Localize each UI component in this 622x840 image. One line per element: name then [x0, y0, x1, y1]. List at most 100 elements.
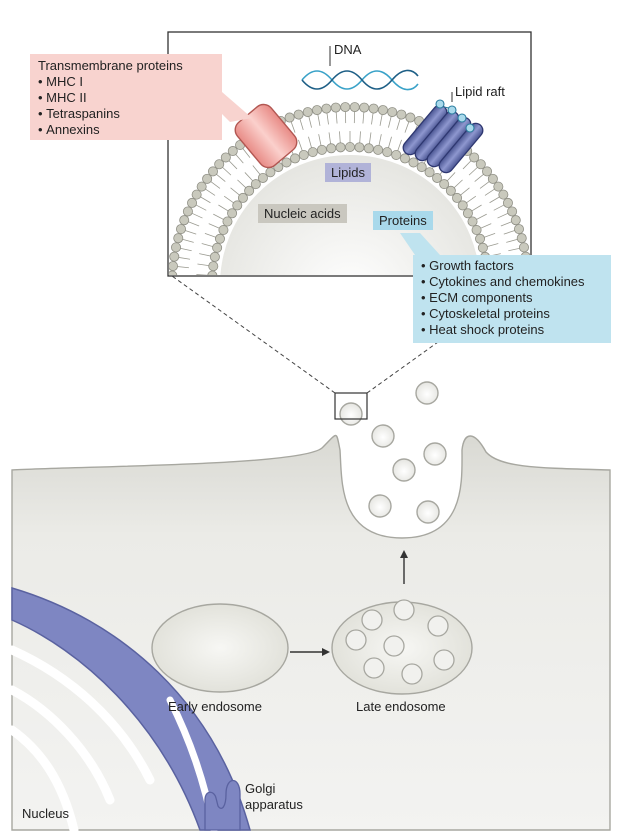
lipid-head-icon — [173, 233, 184, 244]
lipid-head-icon — [335, 142, 346, 153]
lipid-head-icon — [475, 233, 486, 244]
lipid-head-icon — [169, 251, 180, 262]
lipid-head-icon — [340, 102, 351, 113]
lipid-raft-proteins-icon — [402, 104, 484, 174]
lipid-head-icon — [244, 185, 255, 196]
protein-cargo-box: Growth factors Cytokines and chemokines … — [413, 255, 611, 343]
lipid-head-icon — [179, 215, 190, 226]
lipid-head-icon — [487, 173, 498, 184]
lipid-head-icon — [502, 197, 513, 208]
late-endosome-label: Late endosome — [356, 699, 446, 714]
lipid-head-icon — [220, 152, 231, 163]
list-item: Cytoskeletal proteins — [421, 306, 603, 322]
early-endosome-label: Early endosome — [168, 699, 262, 714]
lipid-head-icon — [222, 216, 233, 227]
lipid-head-icon — [209, 251, 220, 262]
lipid-head-icon — [396, 109, 407, 120]
lipid-head-icon — [281, 157, 292, 168]
lipid-raft-label: Lipid raft — [455, 84, 505, 99]
lipid-head-icon — [265, 167, 276, 178]
lipid-head-icon — [452, 192, 463, 203]
lipid-head-icon — [391, 149, 402, 160]
raft-glycan-icon — [435, 99, 475, 133]
transmembrane-proteins-title: Transmembrane proteins — [38, 58, 183, 73]
lipid-head-icon — [212, 242, 223, 253]
zoom-line-left — [171, 275, 336, 394]
lipid-head-icon — [208, 261, 219, 272]
transmembrane-proteins-list: MHC I MHC II Tetraspanins Annexins — [38, 74, 214, 138]
lipid-head-icon — [284, 112, 295, 123]
lipid-head-icon — [518, 242, 529, 253]
lipids-label: Lipids — [325, 163, 371, 182]
lipid-head-icon — [507, 206, 518, 217]
lipid-head-icon — [214, 159, 225, 170]
lipid-head-icon — [405, 112, 416, 123]
exosomes — [339, 381, 447, 524]
nucleic-acids-label: Nucleic acids — [258, 204, 347, 223]
lipid-head-icon — [493, 181, 504, 192]
lipid-head-icon — [171, 242, 182, 253]
golgi-apparatus-icon — [204, 779, 241, 831]
lipid-head-icon — [432, 172, 443, 183]
lipid-head-icon — [399, 153, 410, 164]
lipid-head-icon — [510, 215, 521, 226]
lipid-head-icon — [349, 102, 360, 113]
lipid-head-icon — [176, 224, 187, 235]
lipid-head-icon — [330, 102, 341, 113]
fusion-arrow — [400, 550, 408, 584]
protein-cargo-list: Growth factors Cytokines and chemokines … — [421, 258, 603, 338]
lipid-head-icon — [469, 152, 480, 163]
lipid-head-icon — [196, 181, 207, 192]
lipid-head-icon — [424, 167, 435, 178]
list-item: Annexins — [38, 122, 214, 138]
lipid-head-icon — [227, 146, 238, 157]
lipid-head-icon — [218, 225, 229, 236]
golgi-label-line1: Golgi — [245, 781, 276, 796]
late-endosome-icon — [331, 599, 473, 695]
golgi-label-line2: apparatus — [245, 797, 303, 812]
maturation-arrow — [290, 648, 330, 656]
nucleus-label: Nucleus — [22, 806, 69, 821]
lipid-head-icon — [477, 242, 488, 253]
list-item: MHC I — [38, 74, 214, 90]
list-item: MHC II — [38, 90, 214, 106]
lipid-head-icon — [250, 179, 261, 190]
lipid-head-icon — [237, 192, 248, 203]
lipid-head-icon — [467, 216, 478, 227]
proteins-label: Proteins — [373, 211, 433, 230]
lipid-head-icon — [373, 144, 384, 155]
lipid-head-icon — [293, 109, 304, 120]
list-item: Heat shock proteins — [421, 322, 603, 338]
lipid-head-icon — [326, 143, 337, 154]
lipid-head-icon — [482, 166, 493, 177]
lipid-head-icon — [471, 225, 482, 236]
lipid-head-icon — [167, 280, 176, 289]
lipid-head-icon — [316, 144, 327, 155]
lipid-head-icon — [298, 149, 309, 160]
lipid-head-icon — [513, 224, 524, 235]
lipid-head-icon — [439, 179, 450, 190]
early-endosome-icon — [151, 603, 289, 693]
lipid-head-icon — [416, 162, 427, 173]
lipid-head-icon — [232, 200, 243, 211]
cargo-callout-pointer — [400, 233, 440, 255]
lipid-head-icon — [191, 189, 202, 200]
lipid-head-icon — [321, 103, 332, 114]
lipid-head-icon — [187, 197, 198, 208]
lipid-head-icon — [169, 261, 179, 272]
list-item: ECM components — [421, 290, 603, 306]
lipid-head-icon — [354, 142, 365, 153]
exosome-zoom-panel — [167, 31, 532, 289]
zoom-box — [334, 392, 368, 420]
lipid-head-icon — [387, 107, 398, 118]
lipid-head-icon — [307, 147, 318, 158]
lipid-head-icon — [516, 233, 527, 244]
lipid-head-icon — [382, 147, 393, 158]
lipid-head-icon — [368, 103, 379, 114]
lipid-head-icon — [290, 153, 301, 164]
lipid-head-icon — [344, 141, 355, 152]
lipid-head-icon — [475, 159, 486, 170]
lipid-head-icon — [457, 200, 468, 211]
list-item: Growth factors — [421, 258, 603, 274]
